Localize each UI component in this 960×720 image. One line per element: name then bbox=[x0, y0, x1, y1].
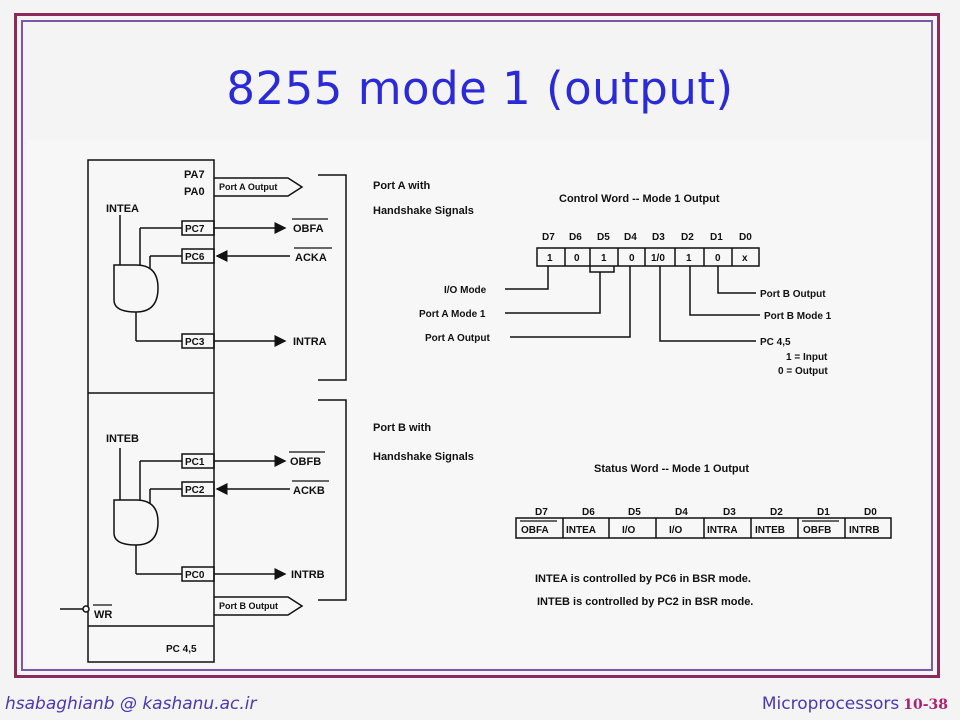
pc2-label: PC2 bbox=[185, 485, 205, 496]
cw-bit-d4: D4 bbox=[624, 232, 637, 243]
sw-bit-d1: D1 bbox=[817, 507, 830, 518]
sw-field-obfa: OBFA bbox=[521, 525, 549, 536]
footer-course-name: Microprocessors bbox=[761, 694, 900, 714]
cw-bit-d6: D6 bbox=[569, 232, 582, 243]
cw-bit-d3: D3 bbox=[652, 232, 665, 243]
port-b-mode-label: Port B Mode 1 bbox=[764, 311, 832, 322]
cw-val-d2: 1 bbox=[686, 253, 692, 264]
cw-val-d1: 0 bbox=[715, 253, 721, 264]
pa0-label: PA0 bbox=[184, 186, 205, 198]
sw-field-io-1: I/O bbox=[622, 525, 636, 536]
pa7-label: PA7 bbox=[184, 169, 205, 181]
cw-bit-d5: D5 bbox=[597, 232, 610, 243]
cw-bit-d1: D1 bbox=[710, 232, 723, 243]
port-a-caption-1: Port A with bbox=[373, 180, 431, 192]
slide-border-inner bbox=[21, 20, 933, 671]
sw-bit-d0: D0 bbox=[864, 507, 877, 518]
port-a-output-cw-label: Port A Output bbox=[425, 333, 490, 344]
port-a-caption-2: Handshake Signals bbox=[373, 205, 474, 217]
sw-bit-d7: D7 bbox=[535, 507, 548, 518]
ackb-label: ACKB bbox=[293, 485, 325, 497]
mode1-output-diagram: PA7 PA0 Port A Output INTEA PC7 PC6 PC3 … bbox=[60, 159, 892, 663]
diagram-scan: PA7 PA0 Port A Output INTEA PC7 PC6 PC3 … bbox=[27, 140, 929, 667]
cw-bit-d0: D0 bbox=[739, 232, 752, 243]
port-b-caption-1: Port B with bbox=[373, 422, 431, 434]
cw-val-d5: 1 bbox=[601, 253, 607, 264]
sw-field-inteb: INTEB bbox=[755, 525, 785, 536]
port-b-output-cw-label: Port B Output bbox=[760, 289, 826, 300]
note-inteb: INTEB is controlled by PC2 in BSR mode. bbox=[537, 596, 753, 608]
cw-val-d0: x bbox=[742, 253, 748, 264]
cw-bit-d2: D2 bbox=[681, 232, 694, 243]
sw-field-intea: INTEA bbox=[566, 525, 596, 536]
wr-label: WR bbox=[94, 609, 112, 621]
intrb-label: INTRB bbox=[291, 569, 325, 581]
sw-bit-d2: D2 bbox=[770, 507, 783, 518]
sw-field-io-2: I/O bbox=[669, 525, 683, 536]
sw-bit-d3: D3 bbox=[723, 507, 736, 518]
pc45-output-label: 0 = Output bbox=[778, 366, 828, 377]
sw-bit-d5: D5 bbox=[628, 507, 641, 518]
cw-val-d7: 1 bbox=[547, 253, 553, 264]
footer-email: hsabaghianb @ kashanu.ac.ir bbox=[5, 694, 257, 714]
slide-title: 8255 mode 1 (output) bbox=[226, 62, 734, 115]
intea-label: INTEA bbox=[106, 203, 139, 215]
sw-field-obfb: OBFB bbox=[803, 525, 831, 536]
pc45-cw-label: PC 4,5 bbox=[760, 337, 791, 348]
pc6-label: PC6 bbox=[185, 252, 205, 263]
port-b-caption-2: Handshake Signals bbox=[373, 451, 474, 463]
obfa-label: OBFA bbox=[293, 223, 324, 235]
port-b-output-label: Port B Output bbox=[219, 601, 278, 611]
status-word-title: Status Word -- Mode 1 Output bbox=[594, 463, 749, 475]
pc45-input-label: 1 = Input bbox=[786, 352, 828, 363]
io-mode-label: I/O Mode bbox=[444, 285, 487, 296]
cw-val-d6: 0 bbox=[574, 253, 580, 264]
pc3-label: PC3 bbox=[185, 337, 205, 348]
obfb-label: OBFB bbox=[290, 456, 321, 468]
footer-page-number: 10-38 bbox=[903, 697, 948, 713]
sw-bit-d6: D6 bbox=[582, 507, 595, 518]
sw-bit-d4: D4 bbox=[675, 507, 688, 518]
pc45-label: PC 4,5 bbox=[166, 644, 197, 655]
inteb-label: INTEB bbox=[106, 433, 139, 445]
slide-border-outer bbox=[14, 13, 940, 678]
port-a-output-label: Port A Output bbox=[219, 182, 277, 192]
cw-val-d3: 1/0 bbox=[651, 253, 665, 264]
pc0-label: PC0 bbox=[185, 570, 205, 581]
cw-val-d4: 0 bbox=[629, 253, 635, 264]
note-intea: INTEA is controlled by PC6 in BSR mode. bbox=[535, 573, 751, 585]
intra-label: INTRA bbox=[293, 336, 327, 348]
port-a-mode-label: Port A Mode 1 bbox=[419, 309, 486, 320]
pc1-label: PC1 bbox=[185, 457, 205, 468]
sw-field-intrb: INTRB bbox=[849, 525, 880, 536]
sw-field-intra: INTRA bbox=[707, 525, 738, 536]
acka-label: ACKA bbox=[295, 252, 327, 264]
pc7-label: PC7 bbox=[185, 224, 205, 235]
cw-bit-d7: D7 bbox=[542, 232, 555, 243]
control-word-title: Control Word -- Mode 1 Output bbox=[559, 193, 720, 205]
